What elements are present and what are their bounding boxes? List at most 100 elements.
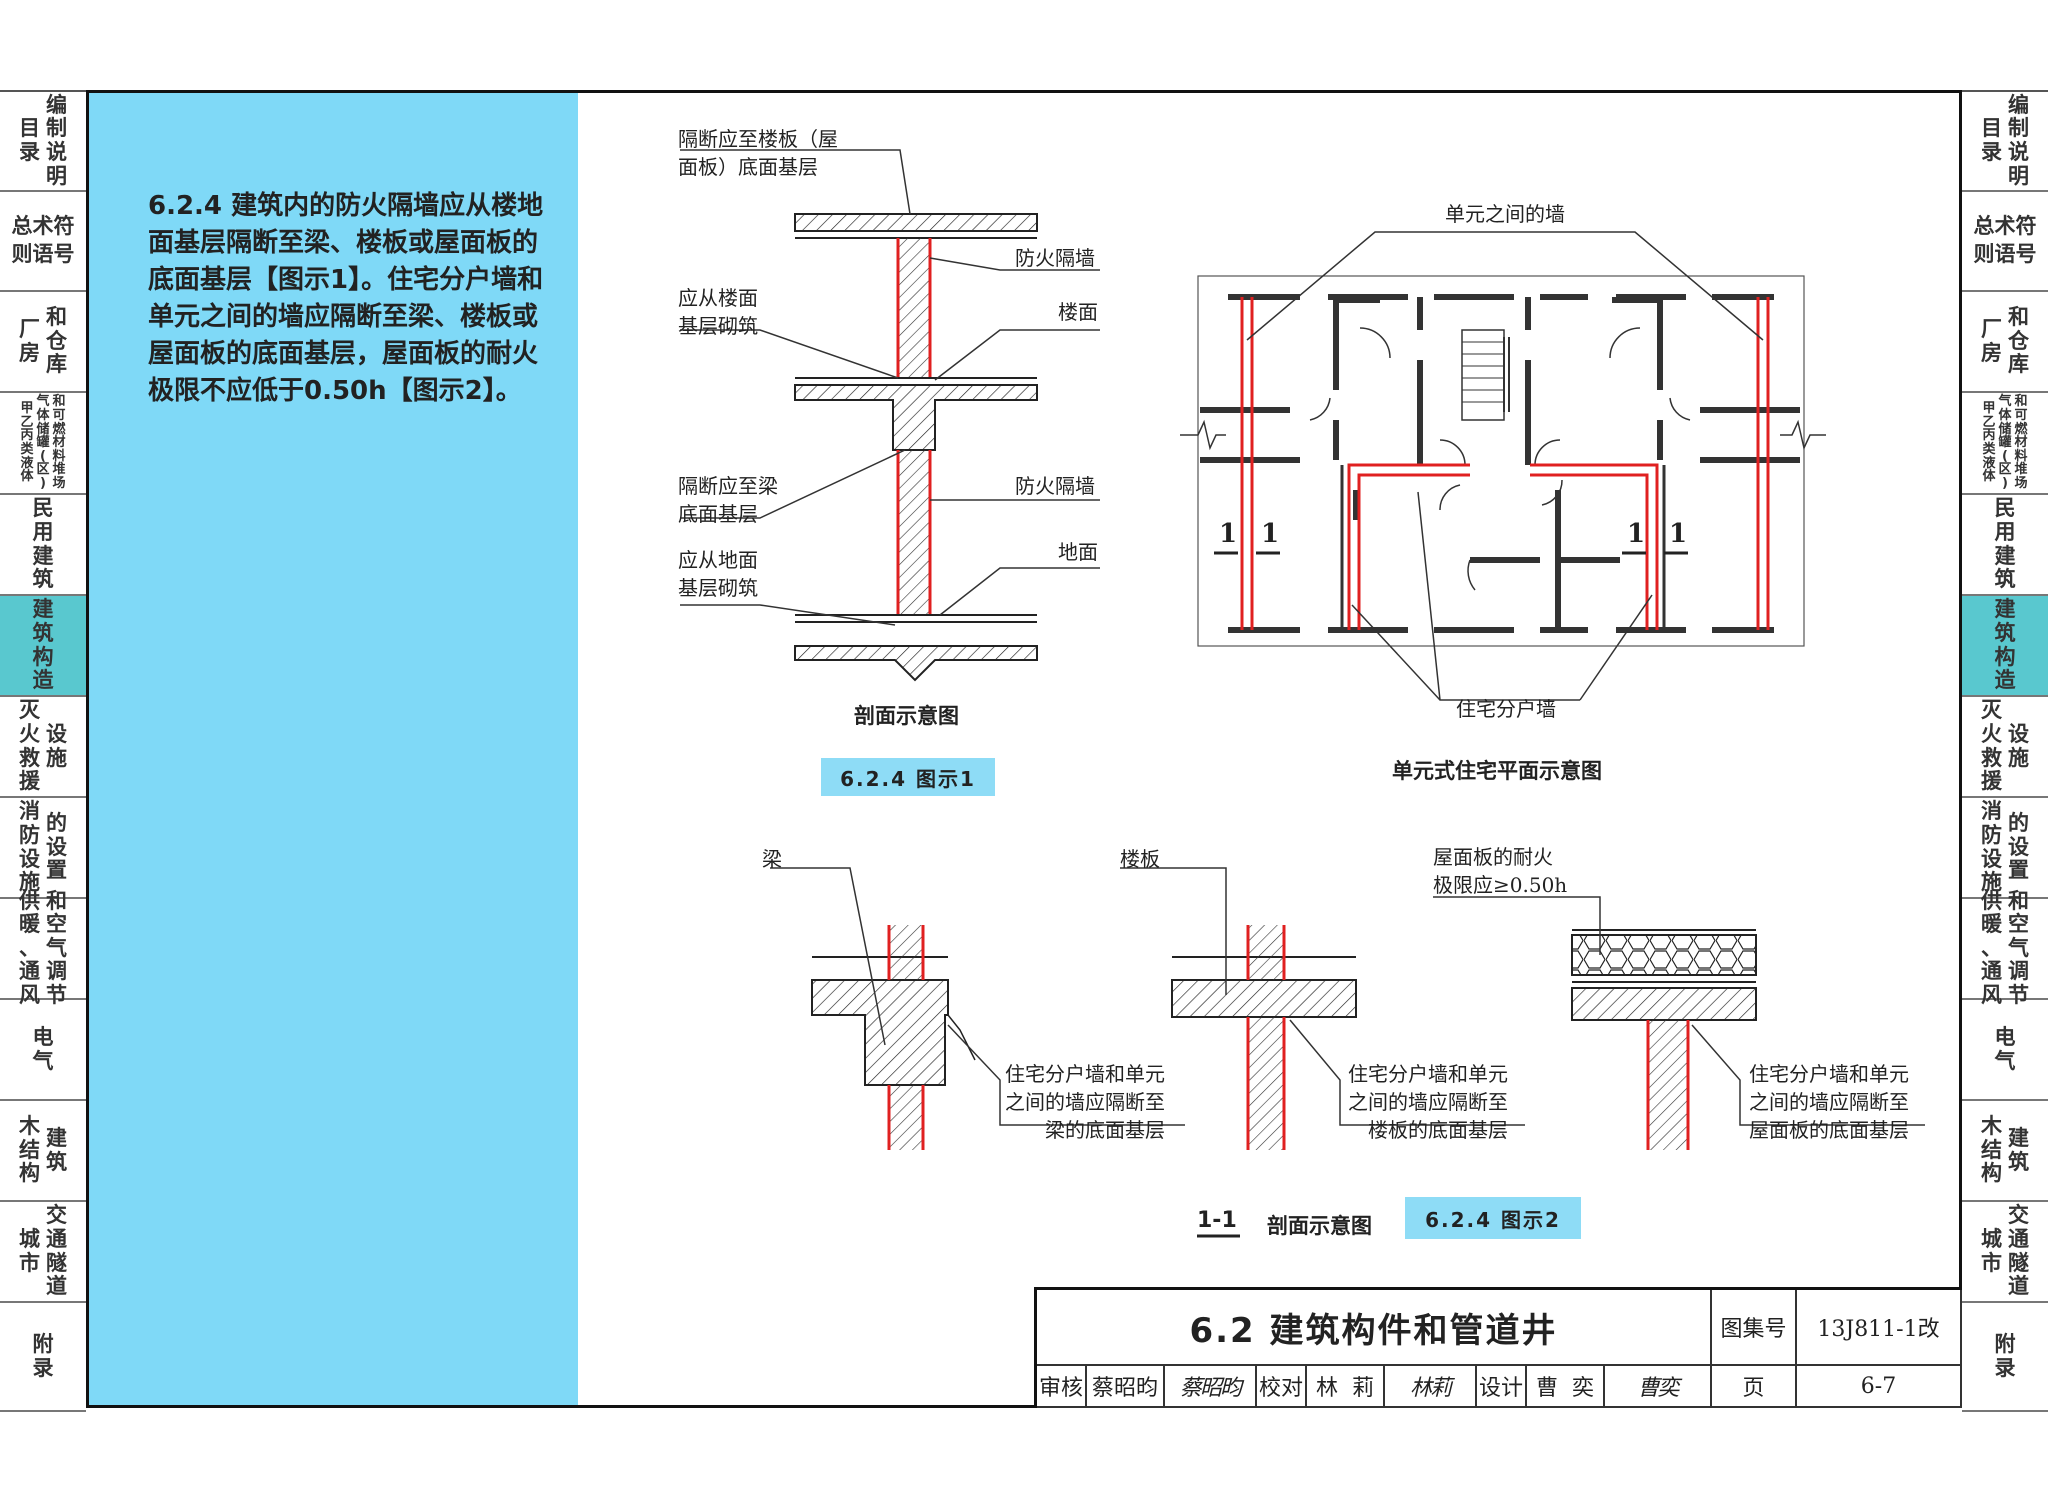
label-slab: 楼板 — [1120, 847, 1160, 871]
label-beam: 梁 — [762, 847, 782, 871]
tab-text: 建筑 — [2008, 1125, 2029, 1174]
title-block: 6.2 建筑构件和管道井 图集号 13J811-1改 审核 蔡昭昀 蔡昭昀 校对… — [1034, 1287, 1962, 1408]
tab-text: 厂房 — [19, 316, 40, 365]
figure1-caption: 剖面示意图 — [854, 704, 959, 728]
section-mark-1d: 1 — [1669, 519, 1688, 549]
tab-mujiegou-jianzhu[interactable]: 木结构建筑 — [0, 1101, 86, 1202]
section-mark-1a: 1 — [1219, 519, 1238, 549]
figure2-detail-roof — [1433, 896, 1925, 1150]
atlas-number: 13J811-1改 — [1797, 1290, 1962, 1366]
label-fire-wall-1: 防火隔墙 — [1015, 246, 1095, 270]
label-fire-wall-2: 防火隔墙 — [1015, 474, 1095, 498]
tab-text: 木结构 — [1981, 1114, 2002, 1186]
tab-chengshi-suidao[interactable]: 城市交通隧道 — [0, 1202, 86, 1303]
tab-text: 木结构 — [19, 1114, 40, 1186]
tab-text: 甲乙丙类液体 — [1982, 401, 1996, 485]
figure1-section-drawing — [680, 149, 1100, 682]
designer-name: 曹 奕 — [1527, 1366, 1605, 1408]
label-roof-rating: 屋面板的耐火 极限应≥0.50h — [1433, 845, 1568, 897]
tab-xiaofang-sheshi[interactable]: 消防设施的设置 — [1962, 798, 2048, 899]
tab-text: 和仓库 — [2008, 305, 2029, 377]
label-ground-base: 应从地面 基层砌筑 — [678, 548, 758, 600]
tab-text: 供暖、通风 — [19, 888, 40, 1007]
drawing-title: 6.2 建筑构件和管道井 — [1037, 1290, 1712, 1366]
tab-text: 设施 — [2008, 721, 2029, 770]
check-label: 校对 — [1257, 1366, 1307, 1408]
note-roof: 住宅分户墙和单元 之间的墙应隔断至 屋面板的底面基层 — [1749, 1062, 1909, 1142]
tab-dianqi[interactable]: 电气 — [1962, 1000, 2048, 1101]
note-slab: 住宅分户墙和单元 之间的墙应隔断至 楼板的底面基层 — [1348, 1062, 1508, 1142]
tab-minyong-jianzhu[interactable]: 民用建筑 — [1962, 495, 2048, 596]
tab-changfang-cangku[interactable]: 厂房和仓库 — [0, 292, 86, 393]
tab-text: 编制说明 — [46, 92, 67, 188]
tab-text: 建筑构造 — [1994, 597, 2016, 693]
page-label: 页 — [1712, 1366, 1797, 1408]
tab-mujiegou-jianzhu[interactable]: 木结构建筑 — [1962, 1101, 2048, 1202]
atlas-label: 图集号 — [1712, 1290, 1797, 1366]
label-unit-partition: 住宅分户墙 — [1456, 697, 1556, 721]
tab-text: 的设置 — [46, 811, 67, 883]
tab-text: 和仓库 — [46, 305, 67, 377]
tab-text: 目录 — [19, 116, 40, 164]
label-beam-base: 隔断应至梁 底面基层 — [678, 474, 778, 526]
review-label: 审核 — [1037, 1366, 1087, 1408]
tab-gongnuan-tongfeng[interactable]: 供暖、通风和空气调节 — [1962, 889, 2048, 1006]
tab-text: 建筑 — [46, 1125, 67, 1174]
label-floor: 楼面 — [1058, 300, 1098, 324]
section-mark-1c: 1 — [1627, 519, 1646, 549]
reviewer-name: 蔡昭昀 — [1087, 1366, 1165, 1408]
figure2-caption: 剖面示意图 — [1267, 1214, 1372, 1238]
tab-jianzhu-gouzao[interactable]: 建筑构造 — [1962, 596, 2048, 697]
clause-6-2-4-text: 6.2.4 建筑内的防火隔墙应从楼地面基层隔断至梁、楼板或屋面板的底面基层【图示… — [148, 191, 544, 406]
tab-xiaofang-sheshi[interactable]: 消防设施的设置 — [0, 798, 86, 899]
tab-text: 城市 — [1981, 1226, 2002, 1275]
figure2-detail-slab — [1120, 867, 1525, 1150]
tab-dianqi[interactable]: 电气 — [0, 1000, 86, 1101]
tab-miehuo-jiuyuan[interactable]: 灭火救援设施 — [0, 697, 86, 798]
section-id: 1-1 — [1197, 1208, 1237, 1233]
checker-signature: 林莉 — [1385, 1366, 1477, 1408]
unit-residence-floor-plan — [1180, 231, 1826, 701]
tab-jianzhu-gouzao[interactable]: 建筑构造 — [0, 596, 86, 697]
design-label: 设计 — [1477, 1366, 1527, 1408]
label-floor-base: 应从楼面 基层砌筑 — [678, 286, 758, 338]
tab-jiayibing-yeti-qiti[interactable]: 甲乙丙类液体气体储罐(区)和可燃材料堆场 — [0, 393, 86, 495]
tab-text: 灭火救援 — [1981, 698, 2002, 794]
tab-gongnuan-tongfeng[interactable]: 供暖、通风和空气调节 — [0, 889, 86, 1006]
tab-jiayibing-yeti-qiti[interactable]: 甲乙丙类液体气体储罐(区)和可燃材料堆场 — [1962, 393, 2048, 495]
tab-zongze-shuyu-fuhao[interactable]: 总术符则语号 — [0, 192, 86, 292]
tab-text: 民用建筑 — [1994, 496, 2016, 592]
tab-text: 消防设施 — [1981, 799, 2002, 895]
label-unit-wall: 单元之间的墙 — [1445, 202, 1565, 226]
tab-fulu[interactable]: 附录 — [1962, 1303, 2048, 1412]
tab-chengshi-suidao[interactable]: 城市交通隧道 — [1962, 1202, 2048, 1303]
tab-miehuo-jiuyuan[interactable]: 灭火救援设施 — [1962, 697, 2048, 798]
tab-mulu-bianzhi-shuoming[interactable]: 目录编制说明 — [0, 92, 86, 192]
tab-text: 交通隧道 — [2008, 1203, 2029, 1299]
tab-text: 和可燃材料堆场 — [52, 394, 66, 492]
tab-fulu[interactable]: 附录 — [0, 1303, 86, 1412]
tab-text: 气体储罐(区) — [36, 394, 50, 492]
tab-text: 民用建筑 — [32, 496, 54, 592]
tab-text: 的设置 — [2008, 811, 2029, 883]
tab-text: 电气 — [32, 1024, 54, 1073]
tab-text: 则语号 — [1973, 242, 2037, 266]
tab-minyong-jianzhu[interactable]: 民用建筑 — [0, 495, 86, 596]
checker-name: 林 莉 — [1307, 1366, 1385, 1408]
tab-text: 总术符 — [1973, 214, 2037, 239]
figure2-badge: 6.2.4 图示2 — [1405, 1197, 1581, 1239]
note-panel — [89, 93, 578, 1405]
tab-text: 气体储罐(区) — [1998, 394, 2012, 492]
figure2-detail-beam — [770, 867, 1185, 1150]
tab-text: 和空气调节 — [46, 888, 67, 1007]
tab-changfang-cangku[interactable]: 厂房和仓库 — [1962, 292, 2048, 393]
tab-zongze-shuyu-fuhao[interactable]: 总术符则语号 — [1962, 192, 2048, 292]
tab-text: 灭火救援 — [19, 698, 40, 794]
tab-text: 附录 — [32, 1331, 54, 1380]
note-beam: 住宅分户墙和单元 之间的墙应隔断至 梁的底面基层 — [1005, 1062, 1165, 1142]
label-ground: 地面 — [1058, 540, 1098, 564]
plan-caption: 单元式住宅平面示意图 — [1392, 759, 1602, 783]
tab-text: 设施 — [46, 721, 67, 770]
drawing-frame — [86, 90, 1962, 1408]
tab-mulu-bianzhi-shuoming[interactable]: 目录编制说明 — [1962, 92, 2048, 192]
